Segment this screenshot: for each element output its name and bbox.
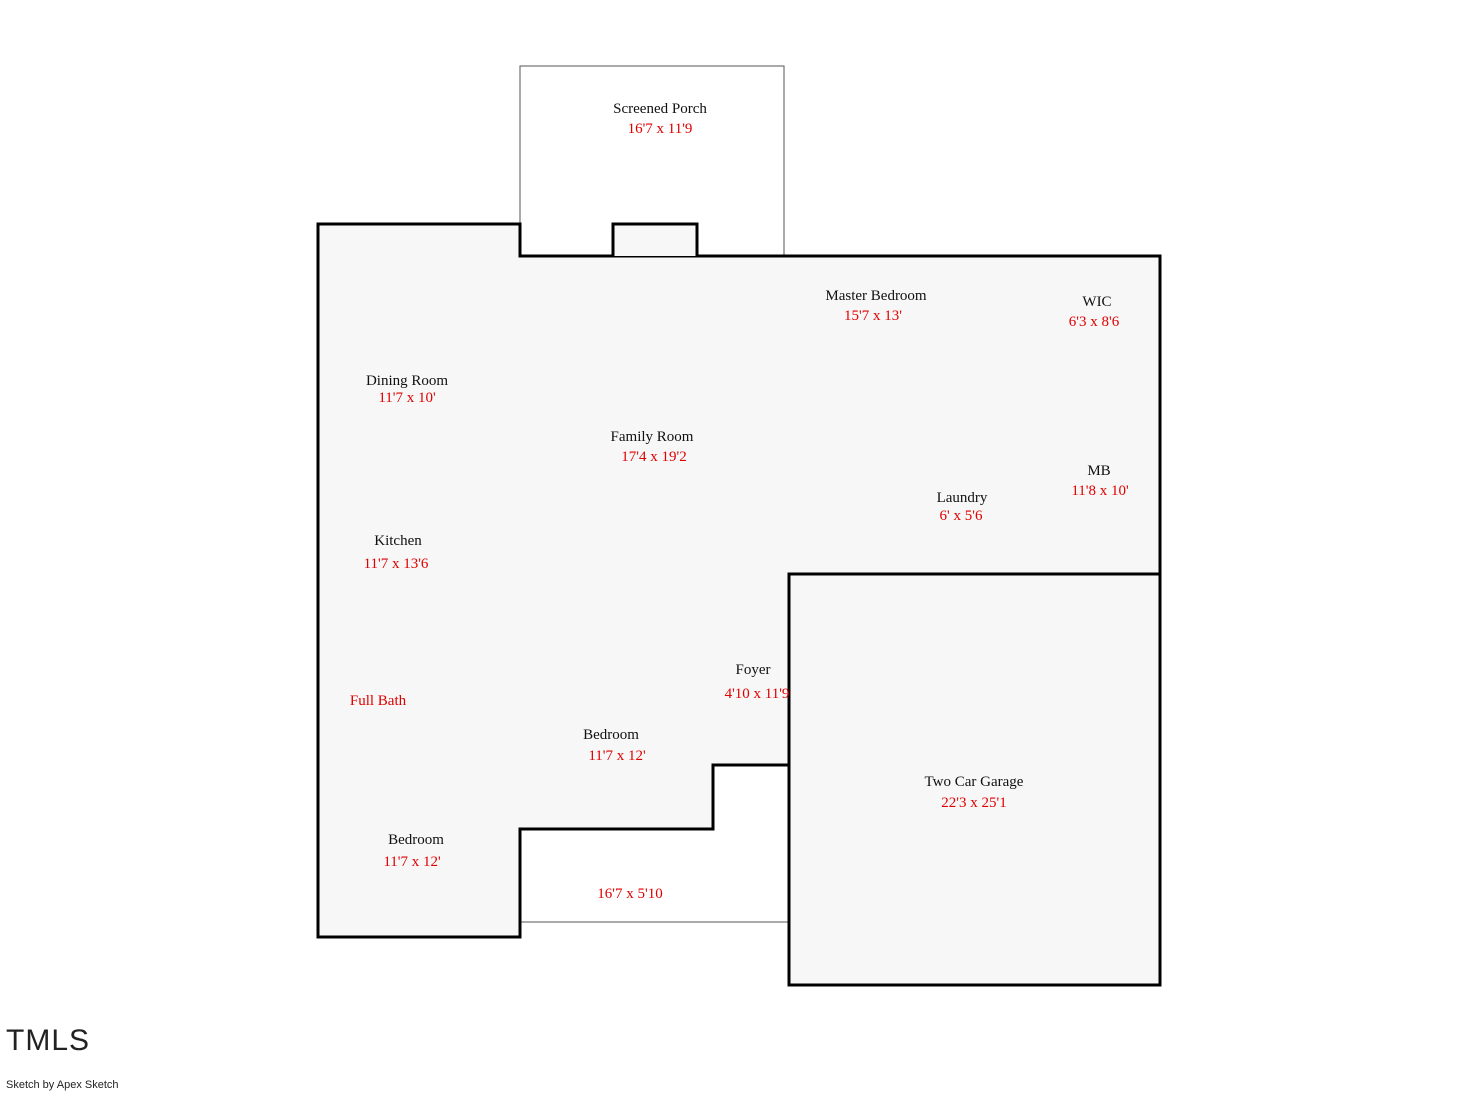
bedroom-3-dim: 11'7 x 12' bbox=[383, 854, 441, 870]
master-bedroom-name: Master Bedroom bbox=[825, 288, 927, 304]
dining-room-name: Dining Room bbox=[366, 373, 448, 389]
kitchen-dim: 11'7 x 13'6 bbox=[364, 556, 429, 572]
bedroom-2-dim: 11'7 x 12' bbox=[588, 748, 646, 764]
garage-outline bbox=[787, 572, 1162, 987]
chimney-bumpout bbox=[611, 222, 699, 256]
bedroom-3-name: Bedroom bbox=[388, 832, 444, 848]
foyer-dim: 4'10 x 11'9 bbox=[725, 686, 790, 702]
mb-dim: 11'8 x 10' bbox=[1071, 483, 1129, 499]
garage-dim: 22'3 x 25'1 bbox=[941, 795, 1006, 811]
screened-porch-dim: 16'7 x 11'9 bbox=[628, 121, 693, 137]
foyer-name: Foyer bbox=[736, 662, 771, 678]
full-bath-name: Full Bath bbox=[350, 693, 407, 709]
laundry-name: Laundry bbox=[937, 490, 988, 506]
wic-dim: 6'3 x 8'6 bbox=[1069, 314, 1120, 330]
mb-name: MB bbox=[1087, 463, 1110, 479]
mls-logo: TMLS bbox=[6, 1024, 91, 1057]
garage-name: Two Car Garage bbox=[925, 774, 1024, 790]
master-bedroom-dim: 15'7 x 13' bbox=[844, 308, 902, 324]
sketch-credit: Sketch by Apex Sketch bbox=[6, 1079, 119, 1091]
dining-room-dim: 11'7 x 10' bbox=[378, 390, 436, 406]
family-room-name: Family Room bbox=[611, 429, 694, 445]
screened-porch-name: Screened Porch bbox=[613, 101, 707, 117]
front-porch-dim: 16'7 x 5'10 bbox=[597, 886, 662, 902]
bedroom-2-name: Bedroom bbox=[583, 727, 639, 743]
family-room-dim: 17'4 x 19'2 bbox=[621, 449, 686, 465]
kitchen-name: Kitchen bbox=[374, 533, 422, 549]
wic-name: WIC bbox=[1082, 294, 1111, 310]
laundry-dim: 6' x 5'6 bbox=[940, 508, 983, 524]
